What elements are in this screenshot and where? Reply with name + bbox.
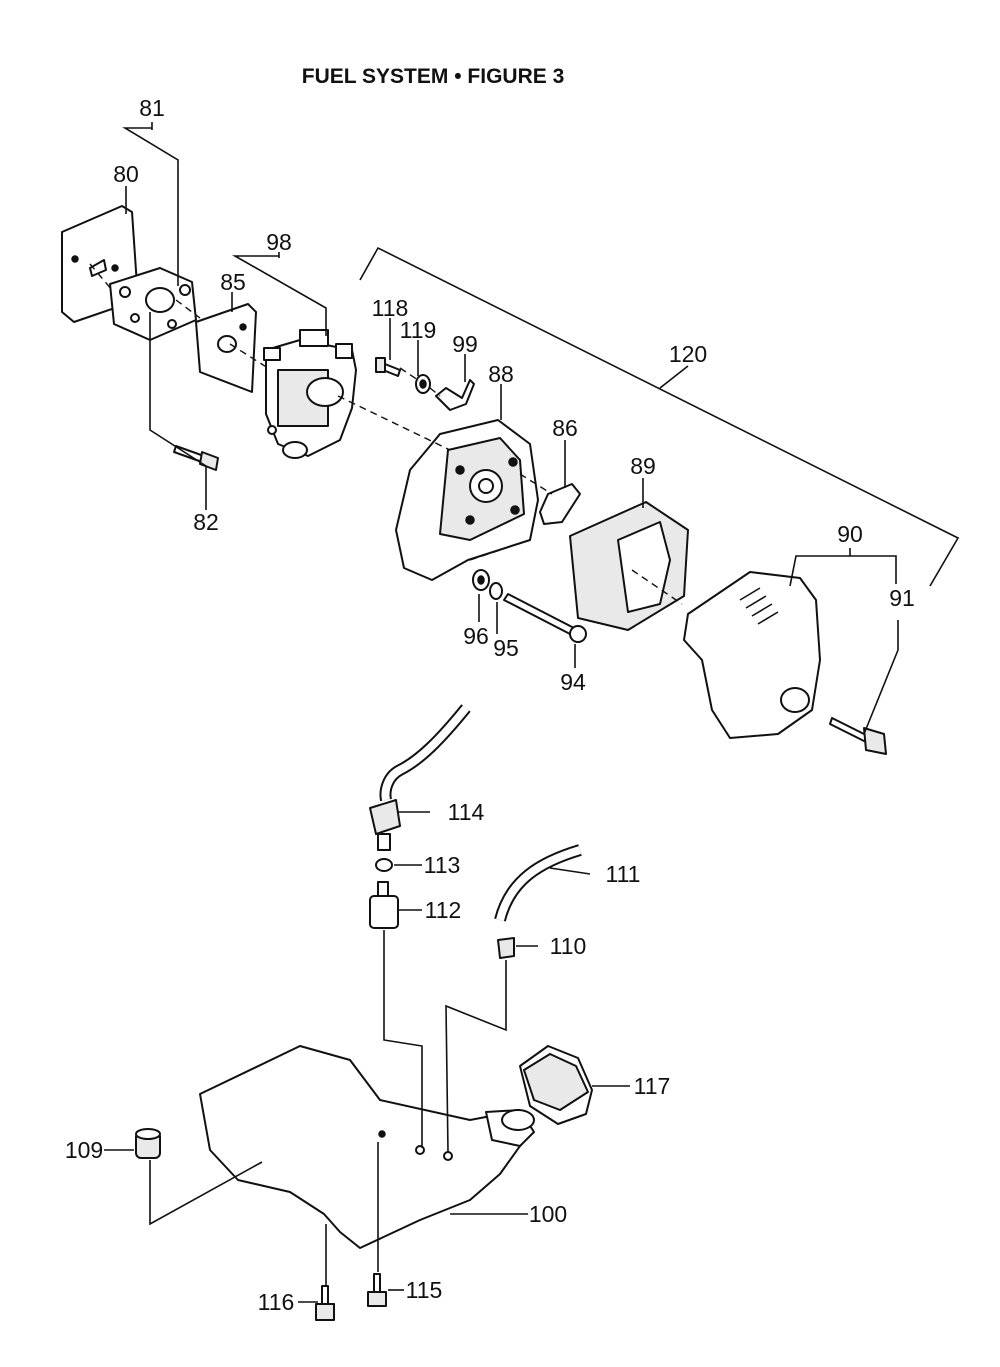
part-89-air-filter	[569, 501, 689, 631]
label-81: 81	[139, 95, 165, 121]
label-98: 98	[266, 229, 292, 255]
label-85: 85	[220, 269, 246, 295]
part-85-carburetor-gasket	[195, 303, 257, 393]
part-114-fuel-line	[369, 704, 471, 851]
label-118: 118	[372, 295, 409, 321]
label-111: 111	[606, 861, 641, 887]
part-90-air-cleaner-cover	[683, 571, 821, 739]
label-80: 80	[113, 161, 139, 187]
label-89: 89	[630, 453, 656, 479]
part-110-grommet	[497, 937, 515, 959]
part-96-washer	[472, 569, 490, 591]
label-115: 115	[406, 1277, 443, 1303]
part-109-grommet	[135, 1128, 161, 1159]
part-100-fuel-tank	[199, 1045, 535, 1249]
label-114: 114	[448, 799, 485, 825]
part-119-washer	[415, 374, 431, 394]
label-96: 96	[463, 623, 489, 649]
label-86: 86	[552, 415, 578, 441]
part-116-screw	[315, 1285, 335, 1321]
label-88: 88	[488, 361, 514, 387]
label-113: 113	[424, 852, 461, 878]
label-109: 109	[65, 1137, 103, 1163]
part-98-carburetor	[263, 329, 357, 459]
part-labels: 81 80 98 85 118 119 99 88 120 86 89 82 9…	[65, 95, 915, 1315]
label-95: 95	[493, 635, 519, 661]
figure-title: FUEL SYSTEM • FIGURE 3	[302, 65, 565, 88]
part-117-fuel-cap	[519, 1045, 593, 1125]
part-112-fuel-filter	[369, 881, 399, 929]
label-90: 90	[837, 521, 863, 547]
label-117: 117	[634, 1073, 671, 1099]
label-110: 110	[550, 933, 587, 959]
label-82: 82	[193, 509, 219, 535]
part-111-return-line	[494, 844, 582, 922]
label-119: 119	[400, 317, 437, 343]
assembly-guide-lines	[89, 263, 683, 605]
label-100: 100	[529, 1201, 567, 1227]
label-99: 99	[452, 331, 478, 357]
leader-lines	[104, 122, 960, 1303]
part-113-clip	[375, 858, 393, 872]
label-112: 112	[425, 897, 462, 923]
part-91-knob-screw	[829, 717, 887, 755]
label-116: 116	[258, 1289, 295, 1315]
part-118-screw	[375, 357, 401, 377]
part-94-bolt	[503, 593, 587, 643]
part-88-air-cleaner-case	[395, 419, 539, 581]
part-99-rod	[435, 379, 475, 411]
part-81-insulator-block	[109, 267, 197, 341]
label-94: 94	[560, 669, 586, 695]
part-95-washer	[489, 582, 503, 600]
part-86-choke-lever	[539, 483, 581, 525]
part-115-screw	[367, 1273, 387, 1307]
label-120: 120	[669, 341, 707, 367]
label-91: 91	[889, 585, 915, 611]
